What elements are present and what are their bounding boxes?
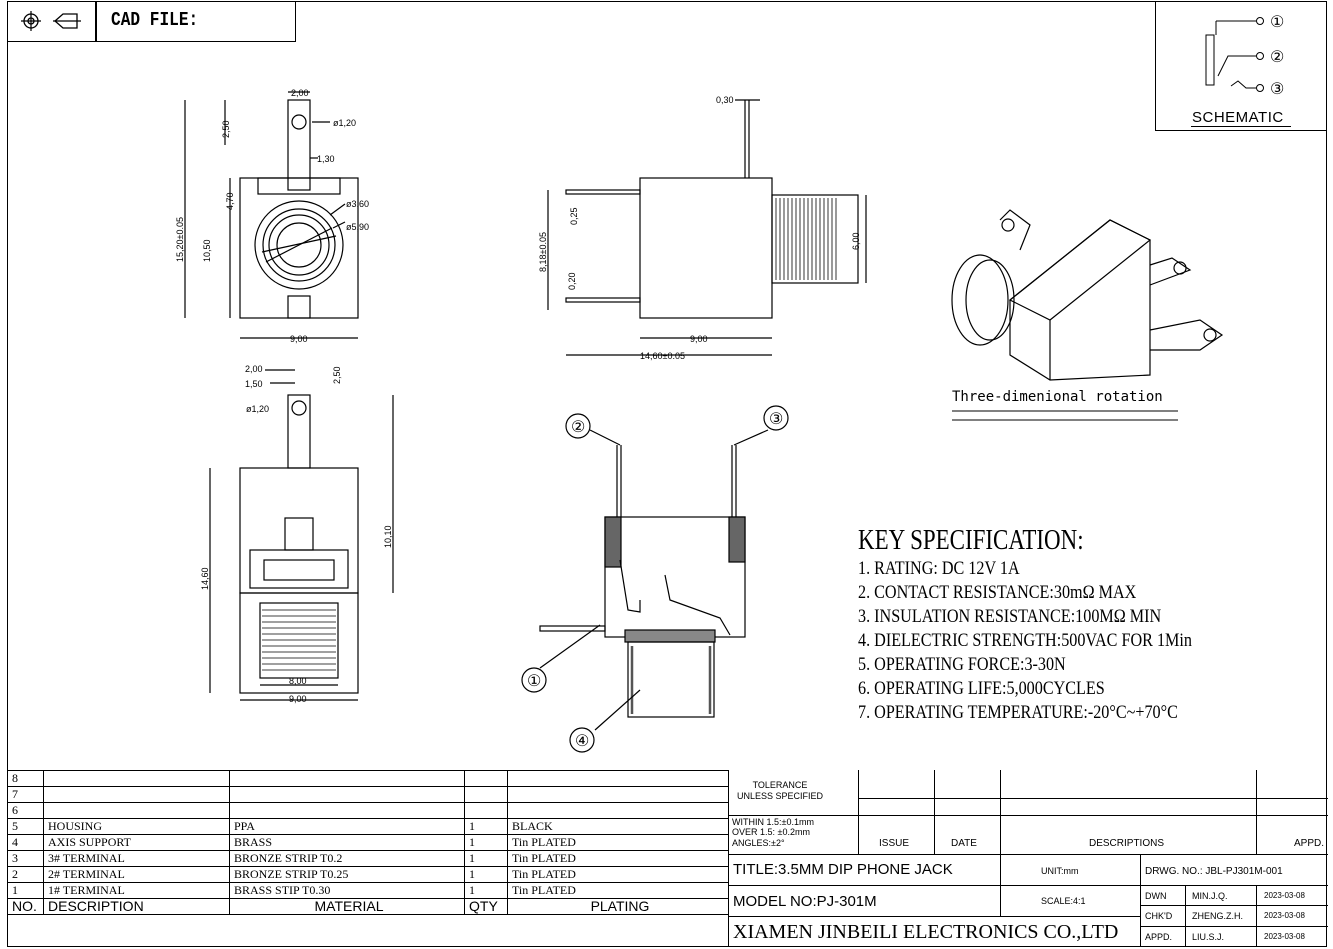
spec-item-4: 4. DIELECTRIC STRENGTH:500VAC FOR 1Min: [858, 630, 1192, 651]
tolerance-label: TOLERANCE UNLESS SPECIFIED: [737, 780, 824, 801]
model-number: MODEL NO:PJ-301M: [733, 893, 877, 910]
dim-10-10: 10,10: [383, 525, 393, 548]
appd-header: APPD.: [1294, 838, 1325, 849]
chk-date: 2023-03-08: [1264, 911, 1305, 920]
tolerance-within: WITHIN 1.5:±0.1mm: [732, 817, 814, 827]
dim-bottom-9-00: 9,00: [289, 694, 307, 704]
side-view: [547, 99, 867, 356]
dim-dia-3-60: ø3,60: [346, 199, 369, 209]
section-callouts: ② ③ ① ④: [527, 411, 783, 750]
schematic-label: SCHEMATIC: [1192, 109, 1284, 126]
drawing-title: TITLE:3.5MM DIP PHONE JACK: [733, 861, 953, 878]
dim-side-9-00: 9,00: [690, 334, 708, 344]
section-view: [521, 405, 789, 753]
chk-name: ZHENG.Z.H.: [1192, 911, 1243, 921]
dim-1-30: 1,30: [317, 154, 335, 164]
dim-0-30: 0,30: [716, 95, 734, 105]
callout-2: ②: [571, 419, 585, 436]
bom-row: 8: [7, 770, 729, 787]
technical-drawings: 2,00 2,50 ø1,20 1,30 15,20±0.05 10,50 4,…: [175, 88, 1224, 753]
dim-2-50: 2,50: [221, 120, 231, 138]
pin-1-label: ①: [1270, 14, 1284, 31]
bottom-dimensions: 2,00 1,50 2,50 ø1,20 14,60 10,10 8,00 9,…: [200, 364, 393, 704]
spec-item-1: 1. RATING: DC 12V 1A: [858, 558, 1020, 579]
appd-date: 2023-03-08: [1264, 932, 1305, 941]
date-label: DATE: [951, 838, 977, 849]
company-name: XIAMEN JINBEILI ELECTRONICS CO.,LTD: [733, 921, 1119, 943]
dim-bottom-2-50: 2,50: [332, 366, 342, 384]
side-dimensions: 0,30 0,25 8,18±0.05 0,20 6,00 9,00 14,60…: [538, 95, 861, 361]
drawing-frame: [7, 1, 1327, 947]
bottom-view: [209, 369, 394, 701]
dim-8-18: 8,18±0.05: [538, 232, 548, 272]
front-dimensions: 2,00 2,50 ø1,20 1,30 15,20±0.05 10,50 4,…: [175, 88, 369, 344]
dim-4-70: 4,70: [225, 192, 235, 210]
tolerance-angles: ANGLES:±2°: [732, 838, 785, 848]
cad-header: CAD FILE:: [7, 1, 296, 42]
projection-symbol-icon: [21, 11, 81, 31]
callout-4: ④: [575, 733, 589, 750]
unit-label: UNIT:mm: [1041, 866, 1079, 876]
spec-item-2: 2. CONTACT RESISTANCE:30mΩ MAX: [858, 582, 1137, 603]
issue-label: ISSUE: [879, 838, 910, 849]
appd-label: APPD.: [1145, 932, 1173, 942]
chk-label: CHK'D: [1145, 911, 1173, 921]
isometric-view: [951, 209, 1224, 381]
dim-1-50: 1,50: [245, 379, 263, 389]
spec-item-5: 5. OPERATING FORCE:3-30N: [858, 654, 1066, 675]
dim-8-00: 8,00: [289, 676, 307, 686]
callout-3: ③: [769, 411, 783, 428]
pin-2-label: ②: [1270, 49, 1284, 66]
tolerance-over: OVER 1.5: ±0.2mm: [732, 827, 810, 837]
callout-1: ①: [527, 673, 541, 690]
appd-name: LIU.S.J.: [1192, 932, 1225, 942]
dwn-label: DWN: [1145, 891, 1167, 901]
cad-file-label: CAD FILE:: [111, 9, 199, 31]
dim-0-20: 0,20: [567, 272, 577, 290]
pin-3-label: ③: [1270, 81, 1284, 98]
schematic-box: ① ② ③ SCHEMATIC: [1155, 1, 1327, 131]
spec-title: KEY SPECIFICATION:: [858, 525, 1084, 556]
dim-dia-5-90: ø5,90: [346, 222, 369, 232]
schematic-diagram: ① ② ③: [1205, 14, 1284, 98]
caption-underline: [952, 410, 1178, 421]
spec-item-6: 6. OPERATING LIFE:5,000CYCLES: [858, 678, 1105, 699]
dim-bottom-14-60: 14,60: [200, 567, 210, 590]
drawing-number: DRWG. NO.: JBL-PJ301M-001: [1145, 866, 1283, 877]
scale-label: SCALE:4:1: [1041, 896, 1086, 906]
dim-0-25: 0,25: [569, 207, 579, 225]
dim-bottom-2-00: 2,00: [245, 364, 263, 374]
title-block: TOLERANCE UNLESS SPECIFIED WITHIN 1.5:±0…: [728, 770, 1328, 947]
bom-row: 7: [7, 786, 729, 803]
key-specification: KEY SPECIFICATION: 1. RATING: DC 12V 1A …: [858, 525, 1251, 725]
rotation-caption: Three-dimenional rotation: [952, 389, 1163, 405]
dwn-date: 2023-03-08: [1264, 891, 1305, 900]
dim-6-00: 6,00: [851, 232, 861, 250]
spec-item-3: 3. INSULATION RESISTANCE:100MΩ MIN: [858, 606, 1162, 627]
dim-dia-1-20: ø1,20: [333, 118, 356, 128]
dim-14-60: 14,60±0.05: [640, 351, 685, 361]
dim-15-20: 15,20±0.05: [175, 217, 185, 262]
dim-2-00: 2,00: [291, 88, 309, 98]
dim-9-00: 9,00: [290, 334, 308, 344]
front-view: [184, 91, 359, 339]
dwn-name: MIN.J.Q.: [1192, 891, 1228, 901]
bom-row: 6: [7, 802, 729, 819]
descriptions-label: DESCRIPTIONS: [1089, 838, 1165, 849]
dim-bottom-dia-1-20: ø1,20: [246, 404, 269, 414]
dim-10-50: 10,50: [202, 239, 212, 262]
spec-item-7: 7. OPERATING TEMPERATURE:-20°C~+70°C: [858, 702, 1178, 723]
